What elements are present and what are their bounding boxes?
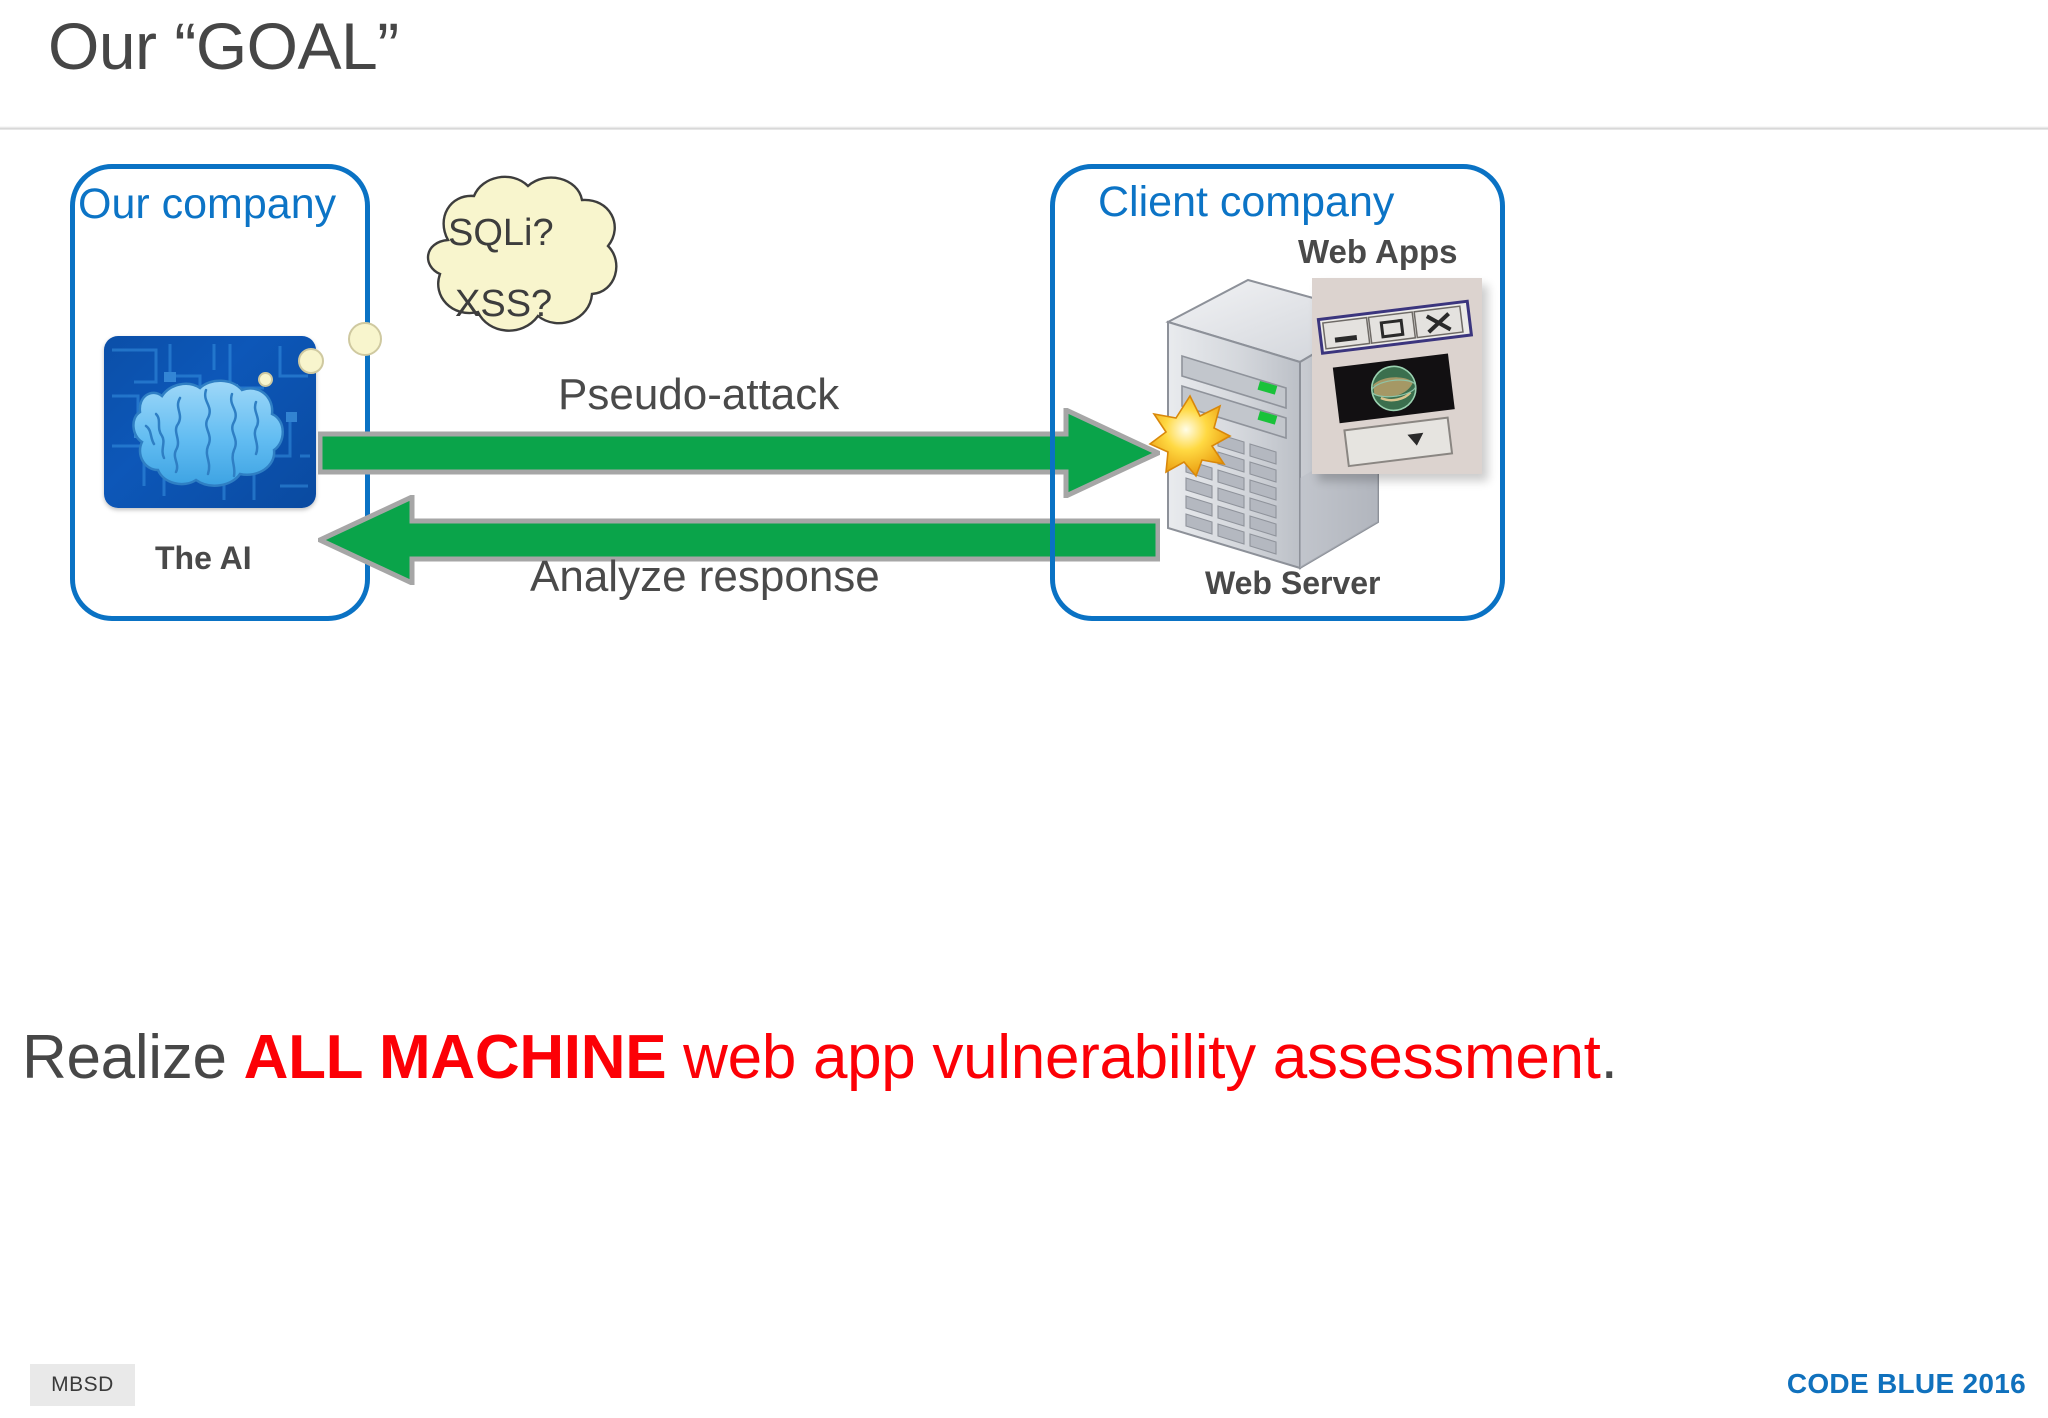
- mbsd-logo: MBSD: [30, 1364, 135, 1406]
- ai-brain-chip-icon: [104, 336, 316, 508]
- web-app-window-thumbnail: [1312, 278, 1482, 474]
- goal-statement: Realize ALL MACHINE web app vulnerabilit…: [22, 1022, 1618, 1093]
- statement-lead: Realize: [22, 1023, 244, 1092]
- web-apps-caption: Web Apps: [1298, 233, 1458, 270]
- client-company-box: [1050, 164, 1505, 621]
- our-company-label: Our company: [78, 180, 337, 228]
- conference-badge: CODE BLUE 2016: [1786, 1368, 2026, 1399]
- signal-node-large: [348, 322, 382, 356]
- pseudo-attack-arrow: [318, 408, 1160, 498]
- our-company-box: [70, 164, 370, 621]
- the-ai-caption: The AI: [155, 540, 252, 576]
- analyze-response-arrow: [318, 495, 1160, 585]
- cloud-shape: [426, 175, 618, 332]
- signal-node-small: [258, 372, 273, 387]
- thought-cloud-icon: [378, 166, 650, 371]
- web-server-caption: Web Server: [1205, 565, 1381, 601]
- analyze-response-label: Analyze response: [530, 552, 880, 601]
- statement-period: .: [1600, 1023, 1618, 1092]
- cloud-line-sqli: SQLi?: [448, 212, 554, 254]
- title-divider: [0, 126, 2048, 130]
- brain-illustration: [132, 379, 284, 487]
- statement-tail: web app vulnerability assessment: [666, 1023, 1601, 1092]
- app-window-shape: [1312, 278, 1482, 474]
- pseudo-attack-label: Pseudo-attack: [558, 370, 840, 419]
- cloud-line-xss: XSS?: [455, 283, 553, 325]
- statement-emphasis: ALL MACHINE: [243, 1023, 667, 1092]
- signal-node-medium: [298, 348, 324, 374]
- page-title: Our “GOAL”: [48, 9, 399, 83]
- client-company-label: Client company: [1098, 178, 1395, 226]
- starburst-impact-icon: [1148, 394, 1232, 478]
